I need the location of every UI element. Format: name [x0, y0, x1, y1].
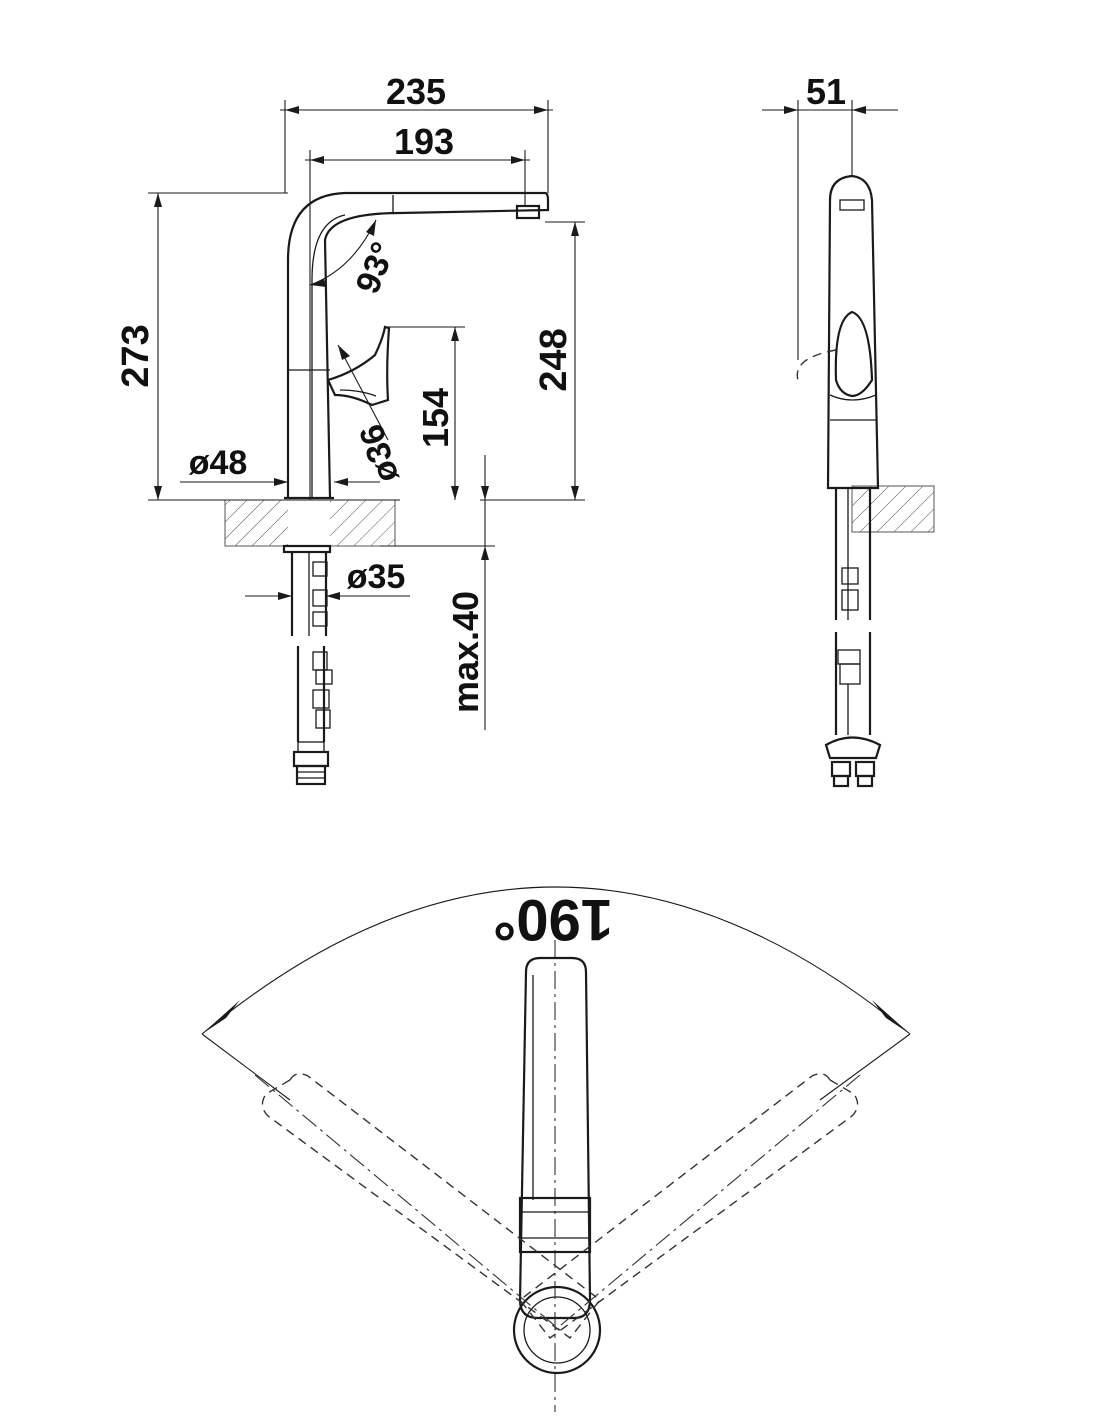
shank-nut [282, 544, 332, 554]
side-lever [834, 310, 874, 398]
dim-total-length: 235 [386, 71, 446, 112]
swivel-arc [201, 886, 911, 1035]
lever-handle [326, 325, 391, 407]
side-view: 51 [762, 71, 935, 788]
dim-total-height: 273 [115, 324, 157, 387]
dim-max-worktop: max.40 [445, 591, 486, 713]
top-view: 190° [201, 886, 911, 1412]
worktop-section-side [851, 485, 935, 533]
spout-left-swung [261, 1073, 601, 1339]
dim-hole-diameter: ø35 [347, 558, 406, 596]
hoses-side [824, 632, 882, 788]
dim-swivel-range: 190° [493, 887, 613, 952]
dim-spout-reach: 193 [394, 121, 454, 162]
faucet-body-outline [286, 191, 550, 499]
dim-spout-height: 248 [533, 328, 575, 391]
spout-tip [515, 204, 541, 220]
dim-lever-diameter: ø36 [352, 420, 406, 487]
front-view: 235 193 273 248 154 93° [115, 71, 585, 786]
hoses-front [292, 646, 333, 786]
side-body-outline [826, 174, 880, 490]
dim-spout-angle: 93° [349, 237, 403, 299]
spout-right-swung [519, 1073, 859, 1339]
spout-top-view [518, 956, 592, 1320]
dim-lever-height: 154 [415, 388, 456, 448]
base-circle-top [512, 1285, 602, 1375]
dim-base-diameter: ø48 [189, 444, 248, 482]
dim-side-width: 51 [806, 71, 846, 112]
